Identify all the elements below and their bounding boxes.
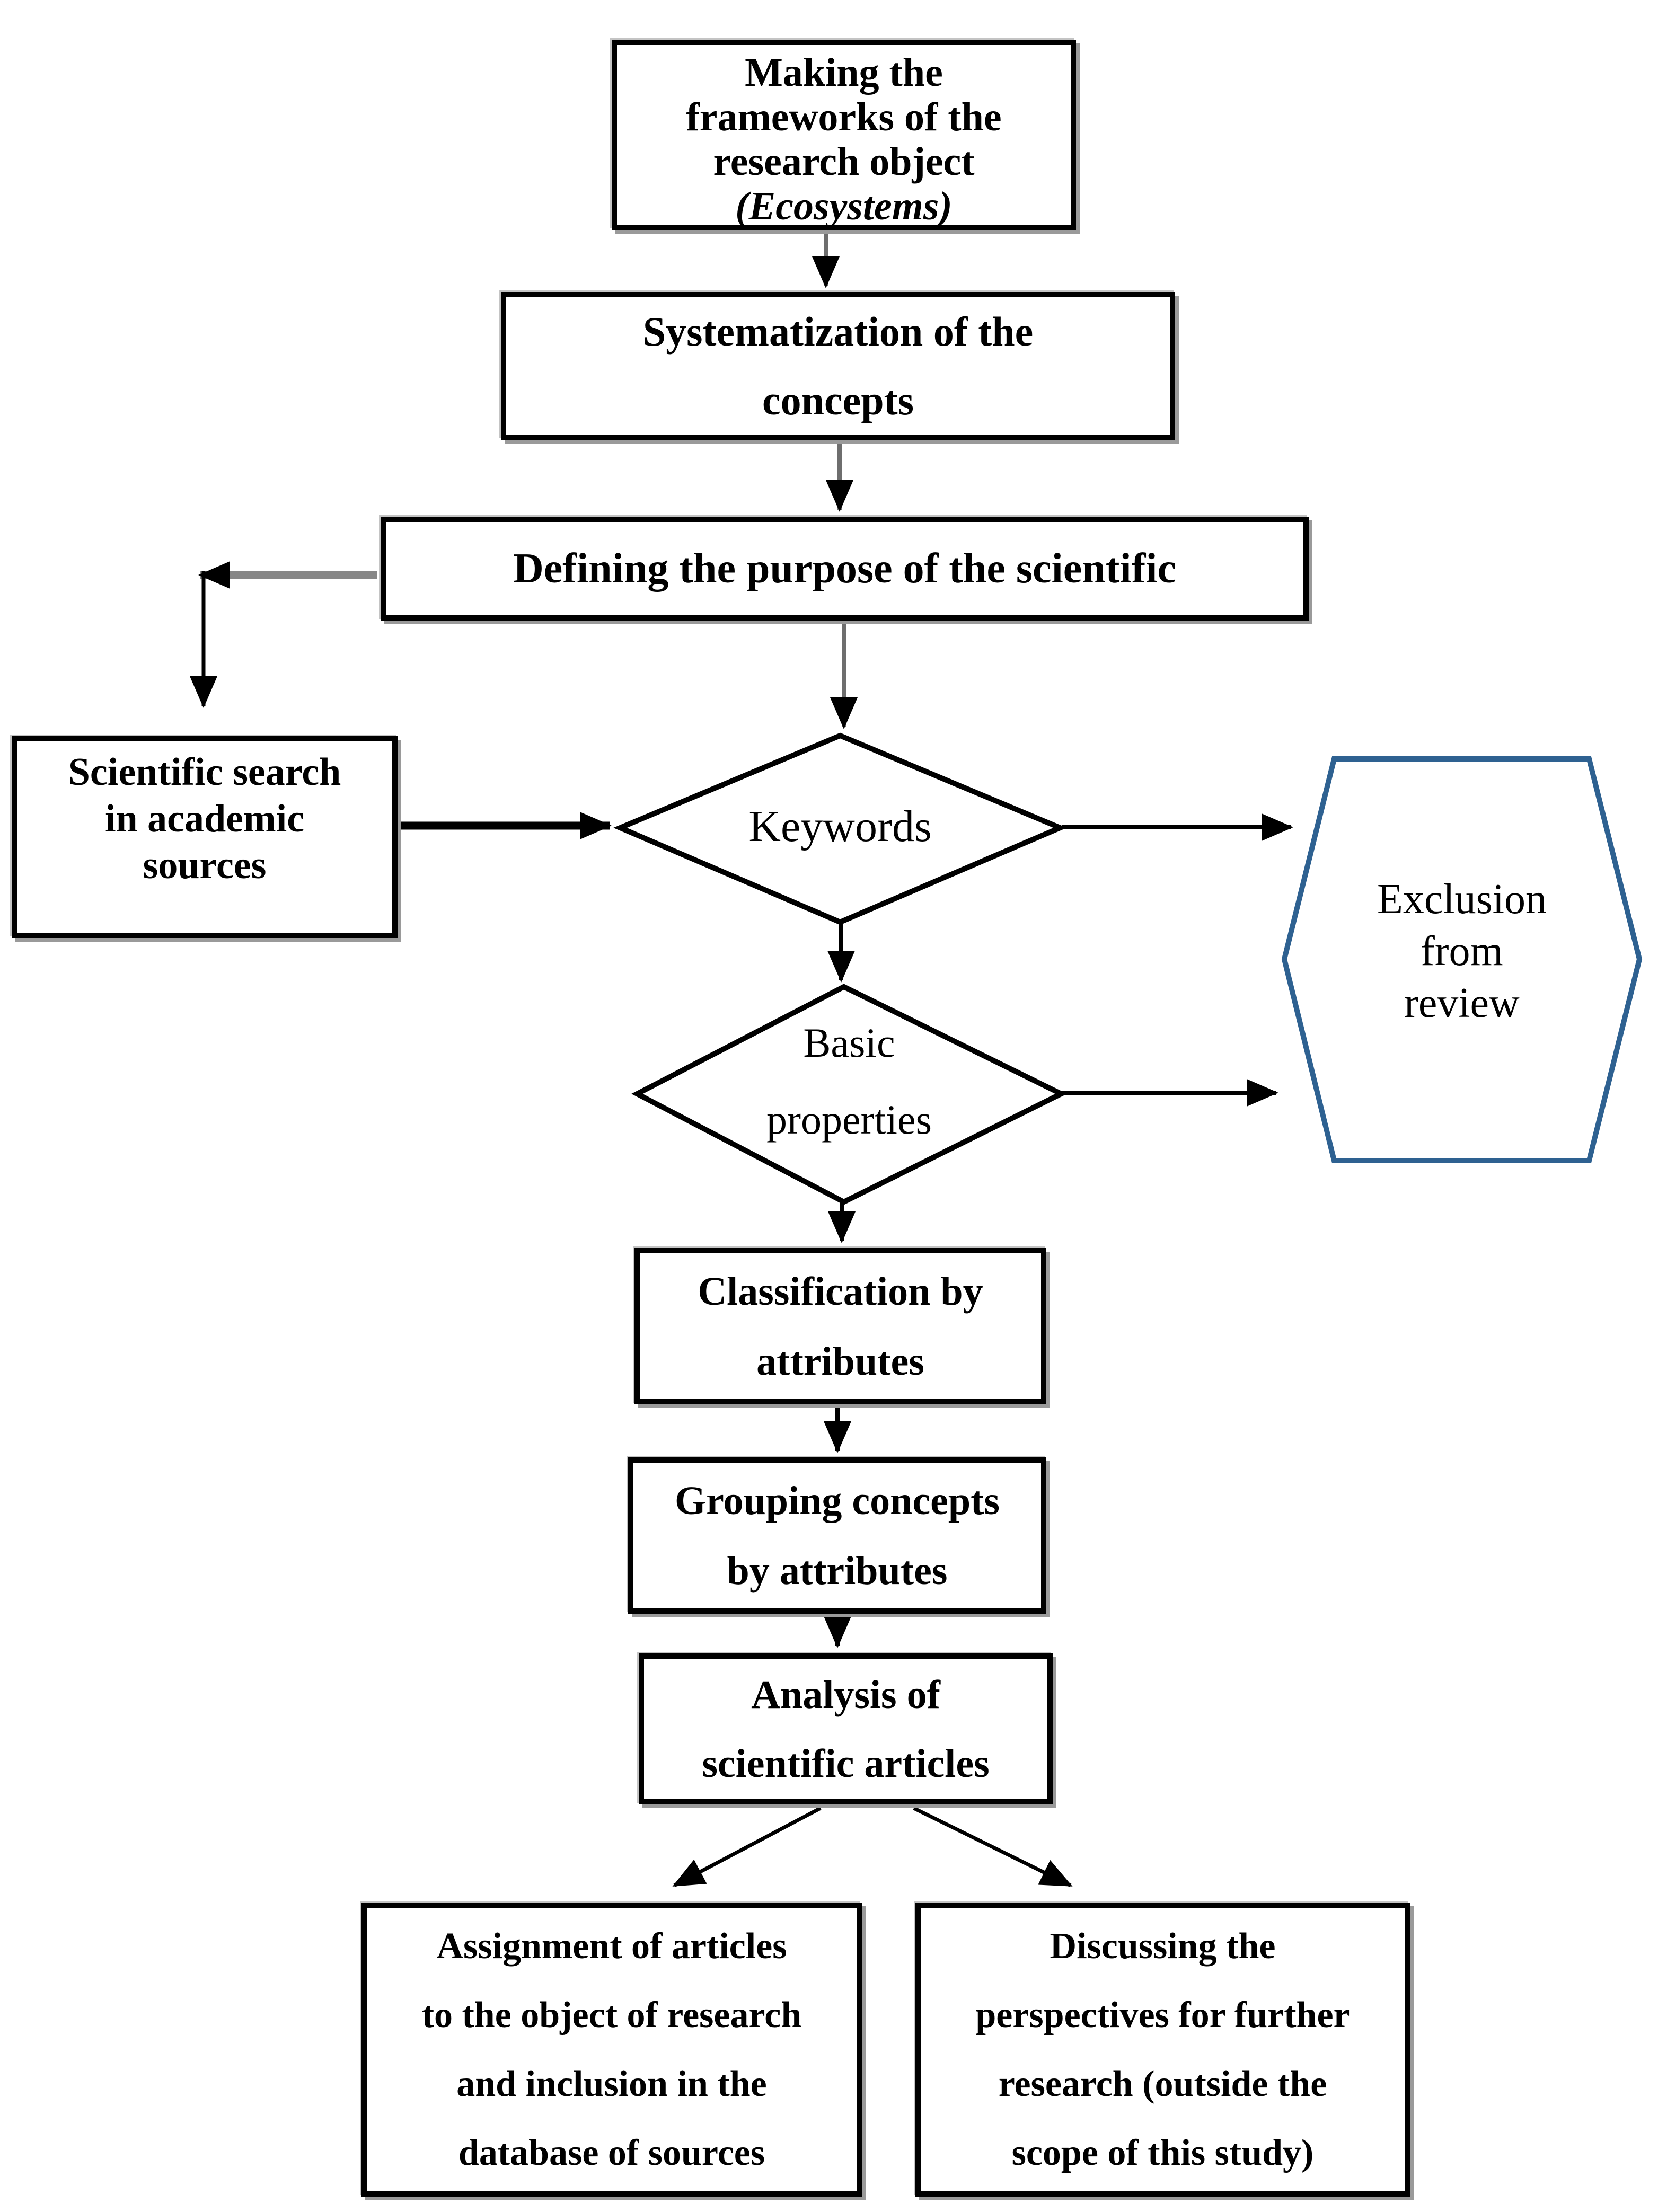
basic-properties-diamond-label: Basic properties: [637, 1004, 1061, 1184]
exclusion-hexagon: [1281, 756, 1643, 1163]
exclusion-text: Exclusion from review: [1377, 876, 1547, 1027]
node-grouping-label: Grouping concepts by attributes: [674, 1478, 1000, 1593]
keywords-diamond: [613, 732, 1067, 925]
node-analysis: Analysis of scientific articles: [639, 1653, 1053, 1804]
node-systematization-label: Systematization of the concepts: [642, 308, 1034, 423]
arrow-analysis-to-assignment: [672, 1806, 822, 1888]
basic-properties-text: Basic properties: [766, 1020, 932, 1143]
arrow-analysis-to-discussing: [913, 1806, 1073, 1888]
node-scientific-search: Scientific search in academic sources: [12, 736, 398, 938]
node-analysis-label: Analysis of scientific articles: [702, 1672, 990, 1786]
node-discussing: Discussing the perspectives for further …: [915, 1903, 1410, 2197]
node-discussing-label: Discussing the perspectives for further …: [975, 1925, 1350, 2173]
node-assignment: Assignment of articles to the object of …: [361, 1903, 862, 2197]
node-scientific-search-label: Scientific search in academic sources: [68, 750, 341, 887]
node-defining-purpose: Defining the purpose of the scientific: [381, 517, 1309, 621]
node-classification-label: Classification by attributes: [698, 1269, 983, 1384]
node-classification: Classification by attributes: [634, 1248, 1046, 1404]
node-making-frameworks: Making the frameworks of the research ob…: [612, 40, 1076, 230]
node-systematization: Systematization of the concepts: [501, 292, 1175, 440]
exclusion-hexagon-label: Exclusion from review: [1303, 873, 1621, 1043]
keywords-diamond-label: Keywords: [620, 798, 1060, 856]
node-making-frameworks-subtitle: (Ecosystems): [735, 184, 953, 228]
node-assignment-label: Assignment of articles to the object of …: [421, 1925, 802, 2173]
node-grouping: Grouping concepts by attributes: [628, 1457, 1046, 1614]
keywords-text: Keywords: [748, 802, 932, 851]
basic-properties-diamond: [631, 984, 1068, 1205]
node-making-frameworks-label: Making the frameworks of the research ob…: [686, 50, 1002, 184]
node-defining-purpose-label: Defining the purpose of the scientific: [513, 545, 1176, 592]
